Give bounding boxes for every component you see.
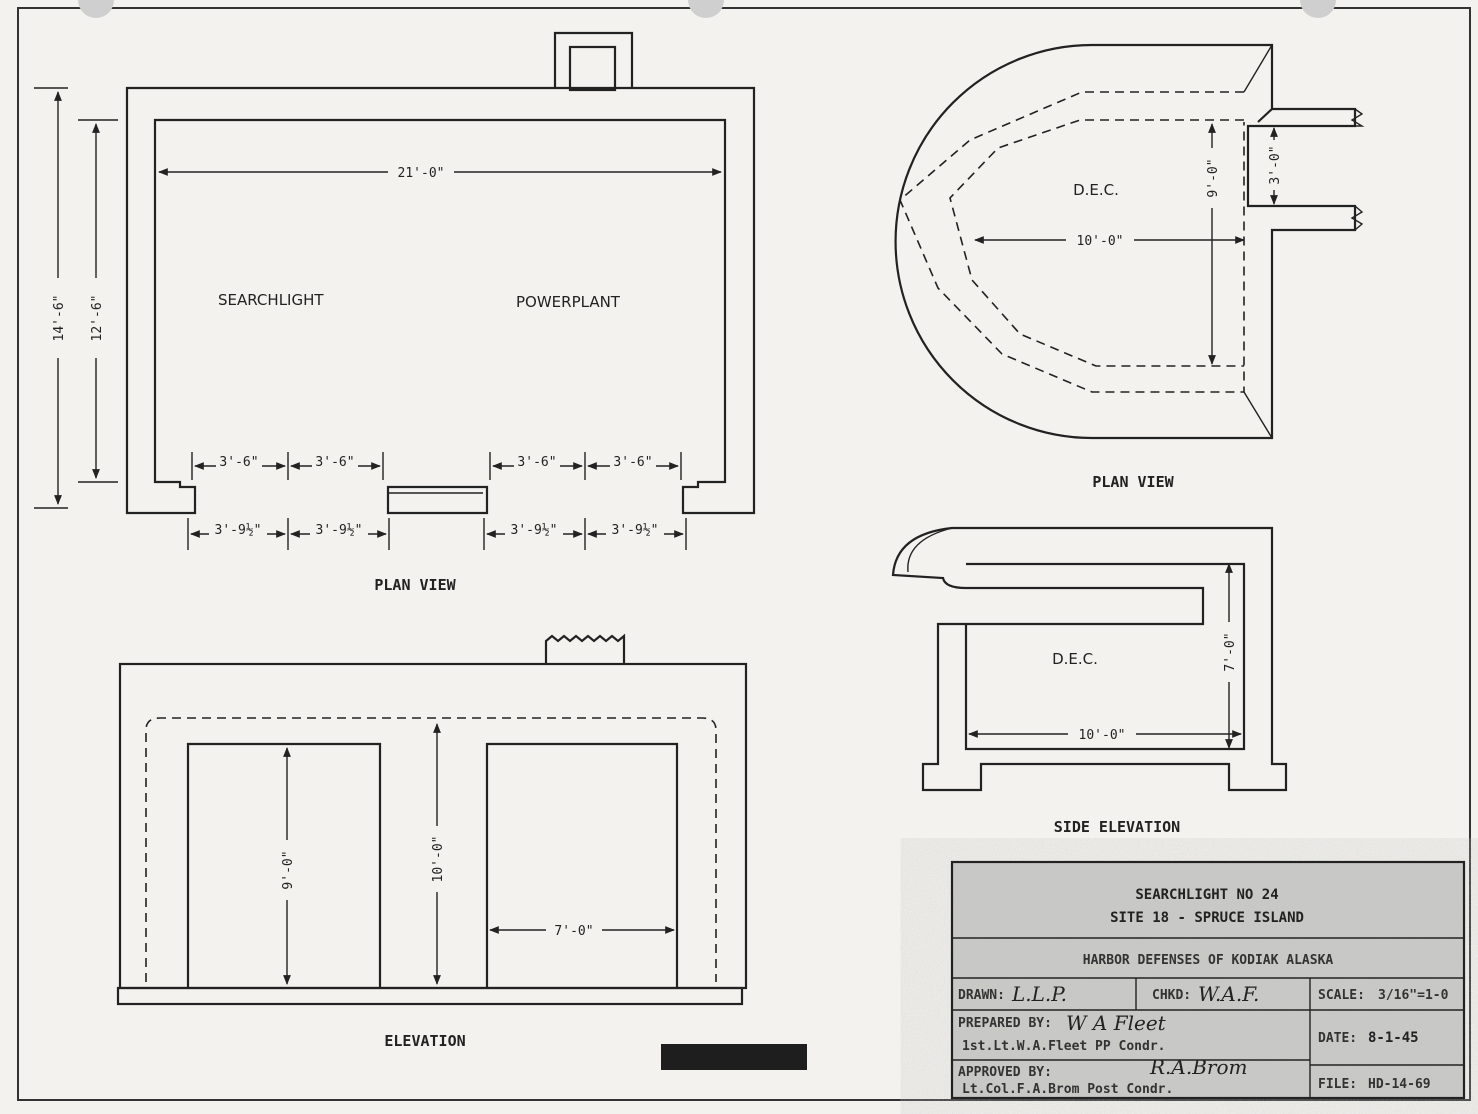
room-label-searchlight: SEARCHLIGHT [218, 291, 324, 309]
side-dec-label: D.E.C. [1052, 650, 1098, 668]
plan-view-left-title: PLAN VIEW [374, 576, 456, 594]
file-value: HD-14-69 [1368, 1077, 1431, 1092]
title-block: SEARCHLIGHT NO 24 SITE 18 - SPRUCE ISLAN… [950, 860, 1466, 1100]
dim-dec-length: 10'-0" [1077, 234, 1124, 249]
prepared-name: 1st.Lt.W.A.Fleet PP Condr. [962, 1039, 1166, 1054]
file-label: FILE: [1318, 1077, 1357, 1092]
plan-view-left: 21'-0" 14'-6" 12'-6" 3'-6" 3'-6" 3'-6" 3… [34, 31, 756, 594]
dim-wall-segment: 3'-9½" [511, 523, 558, 538]
dim-inner-width: 21'-0" [398, 166, 445, 181]
dim-wall-segment: 3'-9½" [215, 523, 262, 538]
punch-hole [688, 0, 724, 18]
sheet-border [17, 7, 1471, 1101]
dec-label: D.E.C. [1073, 181, 1119, 199]
dim-side-length: 10'-0" [1079, 728, 1126, 743]
drawn-value: L.L.P. [1011, 982, 1067, 1006]
punch-hole [78, 0, 114, 18]
elevation: 9'-0" 10'-0" 7'-0" ELEVATION [116, 633, 748, 1050]
date-label: DATE: [1318, 1031, 1357, 1046]
chkd-value: W.A.F. [1198, 982, 1259, 1006]
scale-label: SCALE: [1318, 988, 1365, 1003]
plan-view-right: 10'-0" 9'-0" 3'-0" D.E.C. PLAN VIEW [894, 43, 1365, 491]
dim-opening: 3'-6" [613, 455, 652, 470]
dim-opening: 3'-6" [219, 455, 258, 470]
dim-overall-height: 14'-6" [52, 295, 67, 342]
prepared-label: PREPARED BY: [958, 1016, 1052, 1031]
dim-inner-height: 12'-6" [90, 295, 105, 342]
date-value: 8-1-45 [1368, 1030, 1419, 1046]
chkd-label: CHKD: [1152, 988, 1191, 1003]
title-line-2: SITE 18 - SPRUCE ISLAND [1110, 910, 1304, 926]
dim-door-height: 9'-0" [281, 850, 296, 889]
dim-dec-depth: 9'-0" [1206, 158, 1221, 197]
dim-entrance: 3'-0" [1268, 145, 1283, 184]
side-elevation-title: SIDE ELEVATION [1054, 818, 1180, 836]
dim-door-width: 7'-0" [554, 924, 593, 939]
punch-hole [1300, 0, 1336, 18]
dim-opening: 3'-6" [315, 455, 354, 470]
dim-overall-height-elev: 10'-0" [431, 836, 446, 883]
side-elevation: 7'-0" 10'-0" D.E.C. SIDE ELEVATION [891, 526, 1288, 836]
plan-view-right-title: PLAN VIEW [1092, 473, 1174, 491]
dim-wall-segment: 3'-9½" [316, 523, 363, 538]
scale-value: 3/16"=1-0 [1378, 988, 1449, 1003]
drawn-label: DRAWN: [958, 988, 1005, 1003]
redaction-stamp [661, 1044, 807, 1070]
dim-side-height: 7'-0" [1223, 632, 1238, 671]
title-line-1: SEARCHLIGHT NO 24 [1135, 887, 1278, 903]
approved-signature: R.A.Brom [1149, 1055, 1247, 1079]
room-label-powerplant: POWERPLANT [516, 293, 621, 311]
title-line-3: HARBOR DEFENSES OF KODIAK ALASKA [1083, 953, 1334, 968]
elevation-title: ELEVATION [384, 1032, 465, 1050]
dim-wall-segment: 3'-9½" [612, 523, 659, 538]
approved-label: APPROVED BY: [958, 1065, 1052, 1080]
approved-name: Lt.Col.F.A.Brom Post Condr. [962, 1082, 1173, 1097]
dim-opening: 3'-6" [517, 455, 556, 470]
prepared-signature: W A Fleet [1066, 1011, 1167, 1035]
